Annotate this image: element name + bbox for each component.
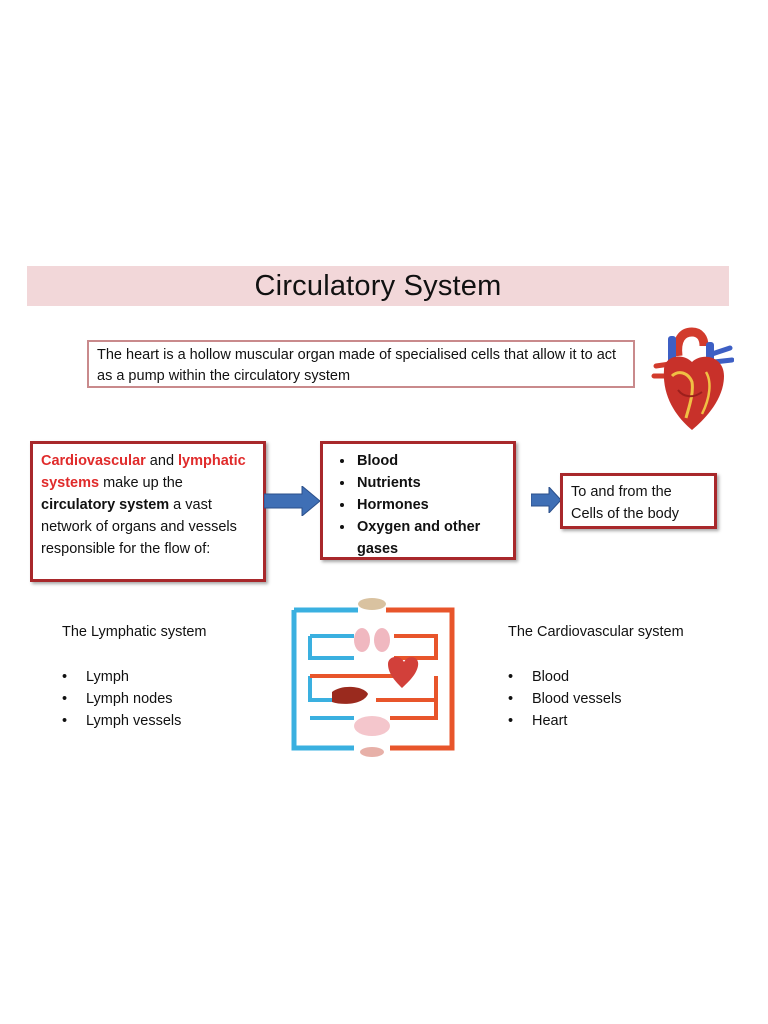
flow-item: Nutrients (355, 472, 505, 494)
cardiovascular-term: Cardiovascular (41, 453, 146, 469)
flow-item: Hormones (355, 494, 505, 516)
cardiovascular-title: The Cardiovascular system (508, 624, 684, 640)
list-item: Blood vessels (508, 688, 621, 710)
list-item: Lymph vessels (62, 710, 181, 732)
list-item: Heart (508, 710, 621, 732)
destination-box: To and from the Cells of the body (560, 473, 717, 529)
list-item: Lymph (62, 666, 181, 688)
circulatory-term: circulatory system (41, 497, 170, 513)
intro-box: The heart is a hollow muscular organ mad… (87, 340, 635, 388)
heart-illustration (651, 327, 734, 430)
right-arrow-icon (264, 486, 320, 516)
lymphatic-term: lymphatic systems (41, 453, 246, 491)
lymphatic-title: The Lymphatic system (62, 624, 207, 640)
intro-text: The heart is a hollow muscular organ mad… (97, 347, 617, 384)
lymphatic-list: Lymph Lymph nodes Lymph vessels (62, 666, 181, 732)
systems-box: Cardiovascular and lymphatic systems mak… (30, 441, 266, 582)
flow-items-box: Blood Nutrients Hormones Oxygen and othe… (320, 441, 516, 560)
systems-text-makeup: make up the (99, 475, 183, 491)
circulation-diagram (291, 598, 455, 757)
right-arrow-icon (531, 487, 561, 513)
flow-item: Blood (355, 450, 505, 472)
list-item: Lymph nodes (62, 688, 181, 710)
page-title: Circulatory System (254, 269, 502, 302)
systems-text-rest: a vast network of organs and vessels res… (41, 497, 237, 557)
destination-text: To and from the Cells of the body (571, 484, 680, 522)
title-bar: Circulatory System (27, 266, 729, 306)
list-item: Blood (508, 666, 621, 688)
systems-text-and: and (145, 453, 179, 469)
flow-item: Oxygen and other gases (355, 516, 505, 560)
flow-items-list: Blood Nutrients Hormones Oxygen and othe… (331, 450, 505, 560)
cardiovascular-list: Blood Blood vessels Heart (508, 666, 621, 732)
